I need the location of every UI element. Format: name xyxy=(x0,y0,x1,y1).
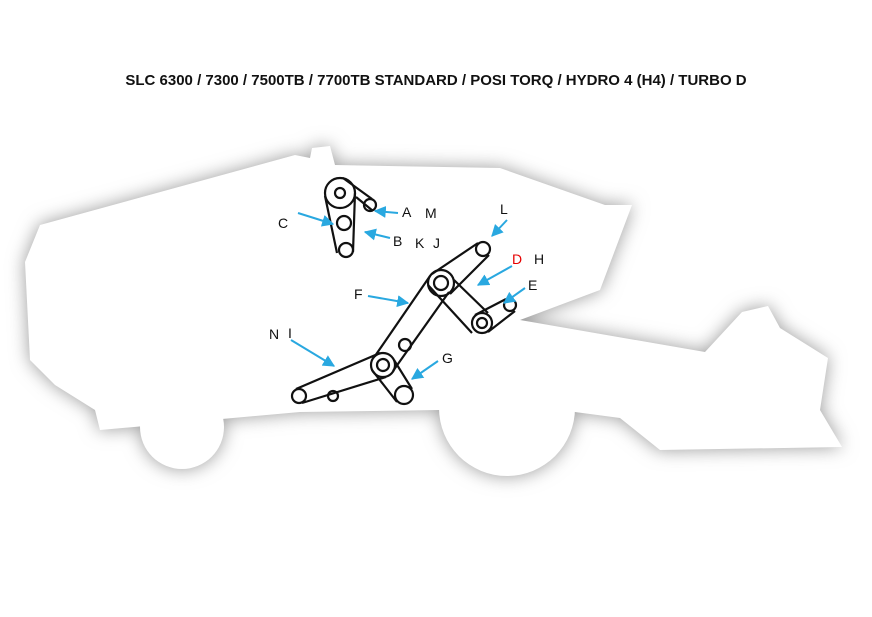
arrow-c xyxy=(297,212,335,227)
label-m: M xyxy=(425,205,437,221)
pulley-main-drive xyxy=(426,268,456,298)
belt-f xyxy=(374,275,450,372)
belt-upper-group xyxy=(323,176,378,259)
arrow-d xyxy=(476,265,513,286)
callout-arrows xyxy=(290,205,526,380)
arrow-l xyxy=(491,219,508,237)
pulley-n xyxy=(290,387,308,405)
label-n: N xyxy=(269,326,279,342)
pulley-g xyxy=(393,384,415,406)
arrow-g xyxy=(411,360,439,380)
belt-n xyxy=(295,351,387,405)
belt-e xyxy=(474,298,516,333)
belt-l xyxy=(431,242,490,295)
label-g: G xyxy=(442,350,453,366)
pulley-upper-middle xyxy=(335,214,353,232)
arrow-b xyxy=(363,228,391,241)
belt-d xyxy=(427,279,489,334)
pulley-l xyxy=(474,240,492,258)
label-f: F xyxy=(354,286,363,302)
label-c: C xyxy=(278,215,288,231)
label-h: H xyxy=(534,251,544,267)
combine-silhouette xyxy=(25,146,842,476)
arrow-n xyxy=(290,339,336,367)
label-a: A xyxy=(402,204,412,220)
label-d: D xyxy=(512,251,522,267)
label-k: K xyxy=(415,235,425,251)
label-e: E xyxy=(528,277,537,293)
belt-g xyxy=(371,359,413,403)
arrow-e xyxy=(503,287,526,304)
arrow-f xyxy=(367,295,410,308)
belt-a xyxy=(342,177,374,212)
label-l: L xyxy=(500,201,508,217)
arrow-a xyxy=(373,205,399,218)
label-j: J xyxy=(433,235,440,251)
diagram-title: SLC 6300 / 7300 / 7500TB / 7700TB STANDA… xyxy=(125,72,747,89)
label-b: B xyxy=(393,233,402,249)
belt-lower-group xyxy=(290,240,518,406)
callout-labels: A M C B K J L D H E F N I G xyxy=(269,201,544,366)
label-i: I xyxy=(288,325,292,341)
